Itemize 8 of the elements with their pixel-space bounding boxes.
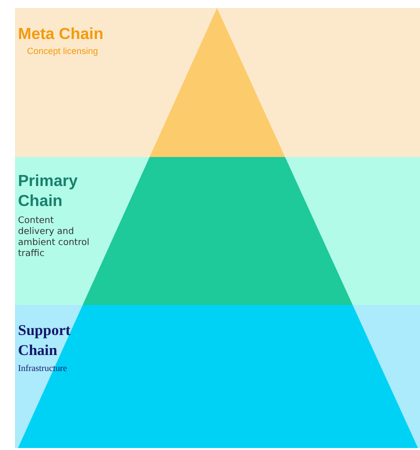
band-heading: Meta Chain xyxy=(17,25,104,44)
band-description: Concept licensing xyxy=(26,45,100,56)
chain-band xyxy=(15,157,420,305)
band-description: Content delivery and ambient control traffic xyxy=(17,215,90,260)
chain-band xyxy=(15,305,420,448)
band-heading: Support Chain xyxy=(17,322,72,361)
band-heading: Primary Chain xyxy=(17,172,79,212)
chain-band xyxy=(15,8,420,157)
